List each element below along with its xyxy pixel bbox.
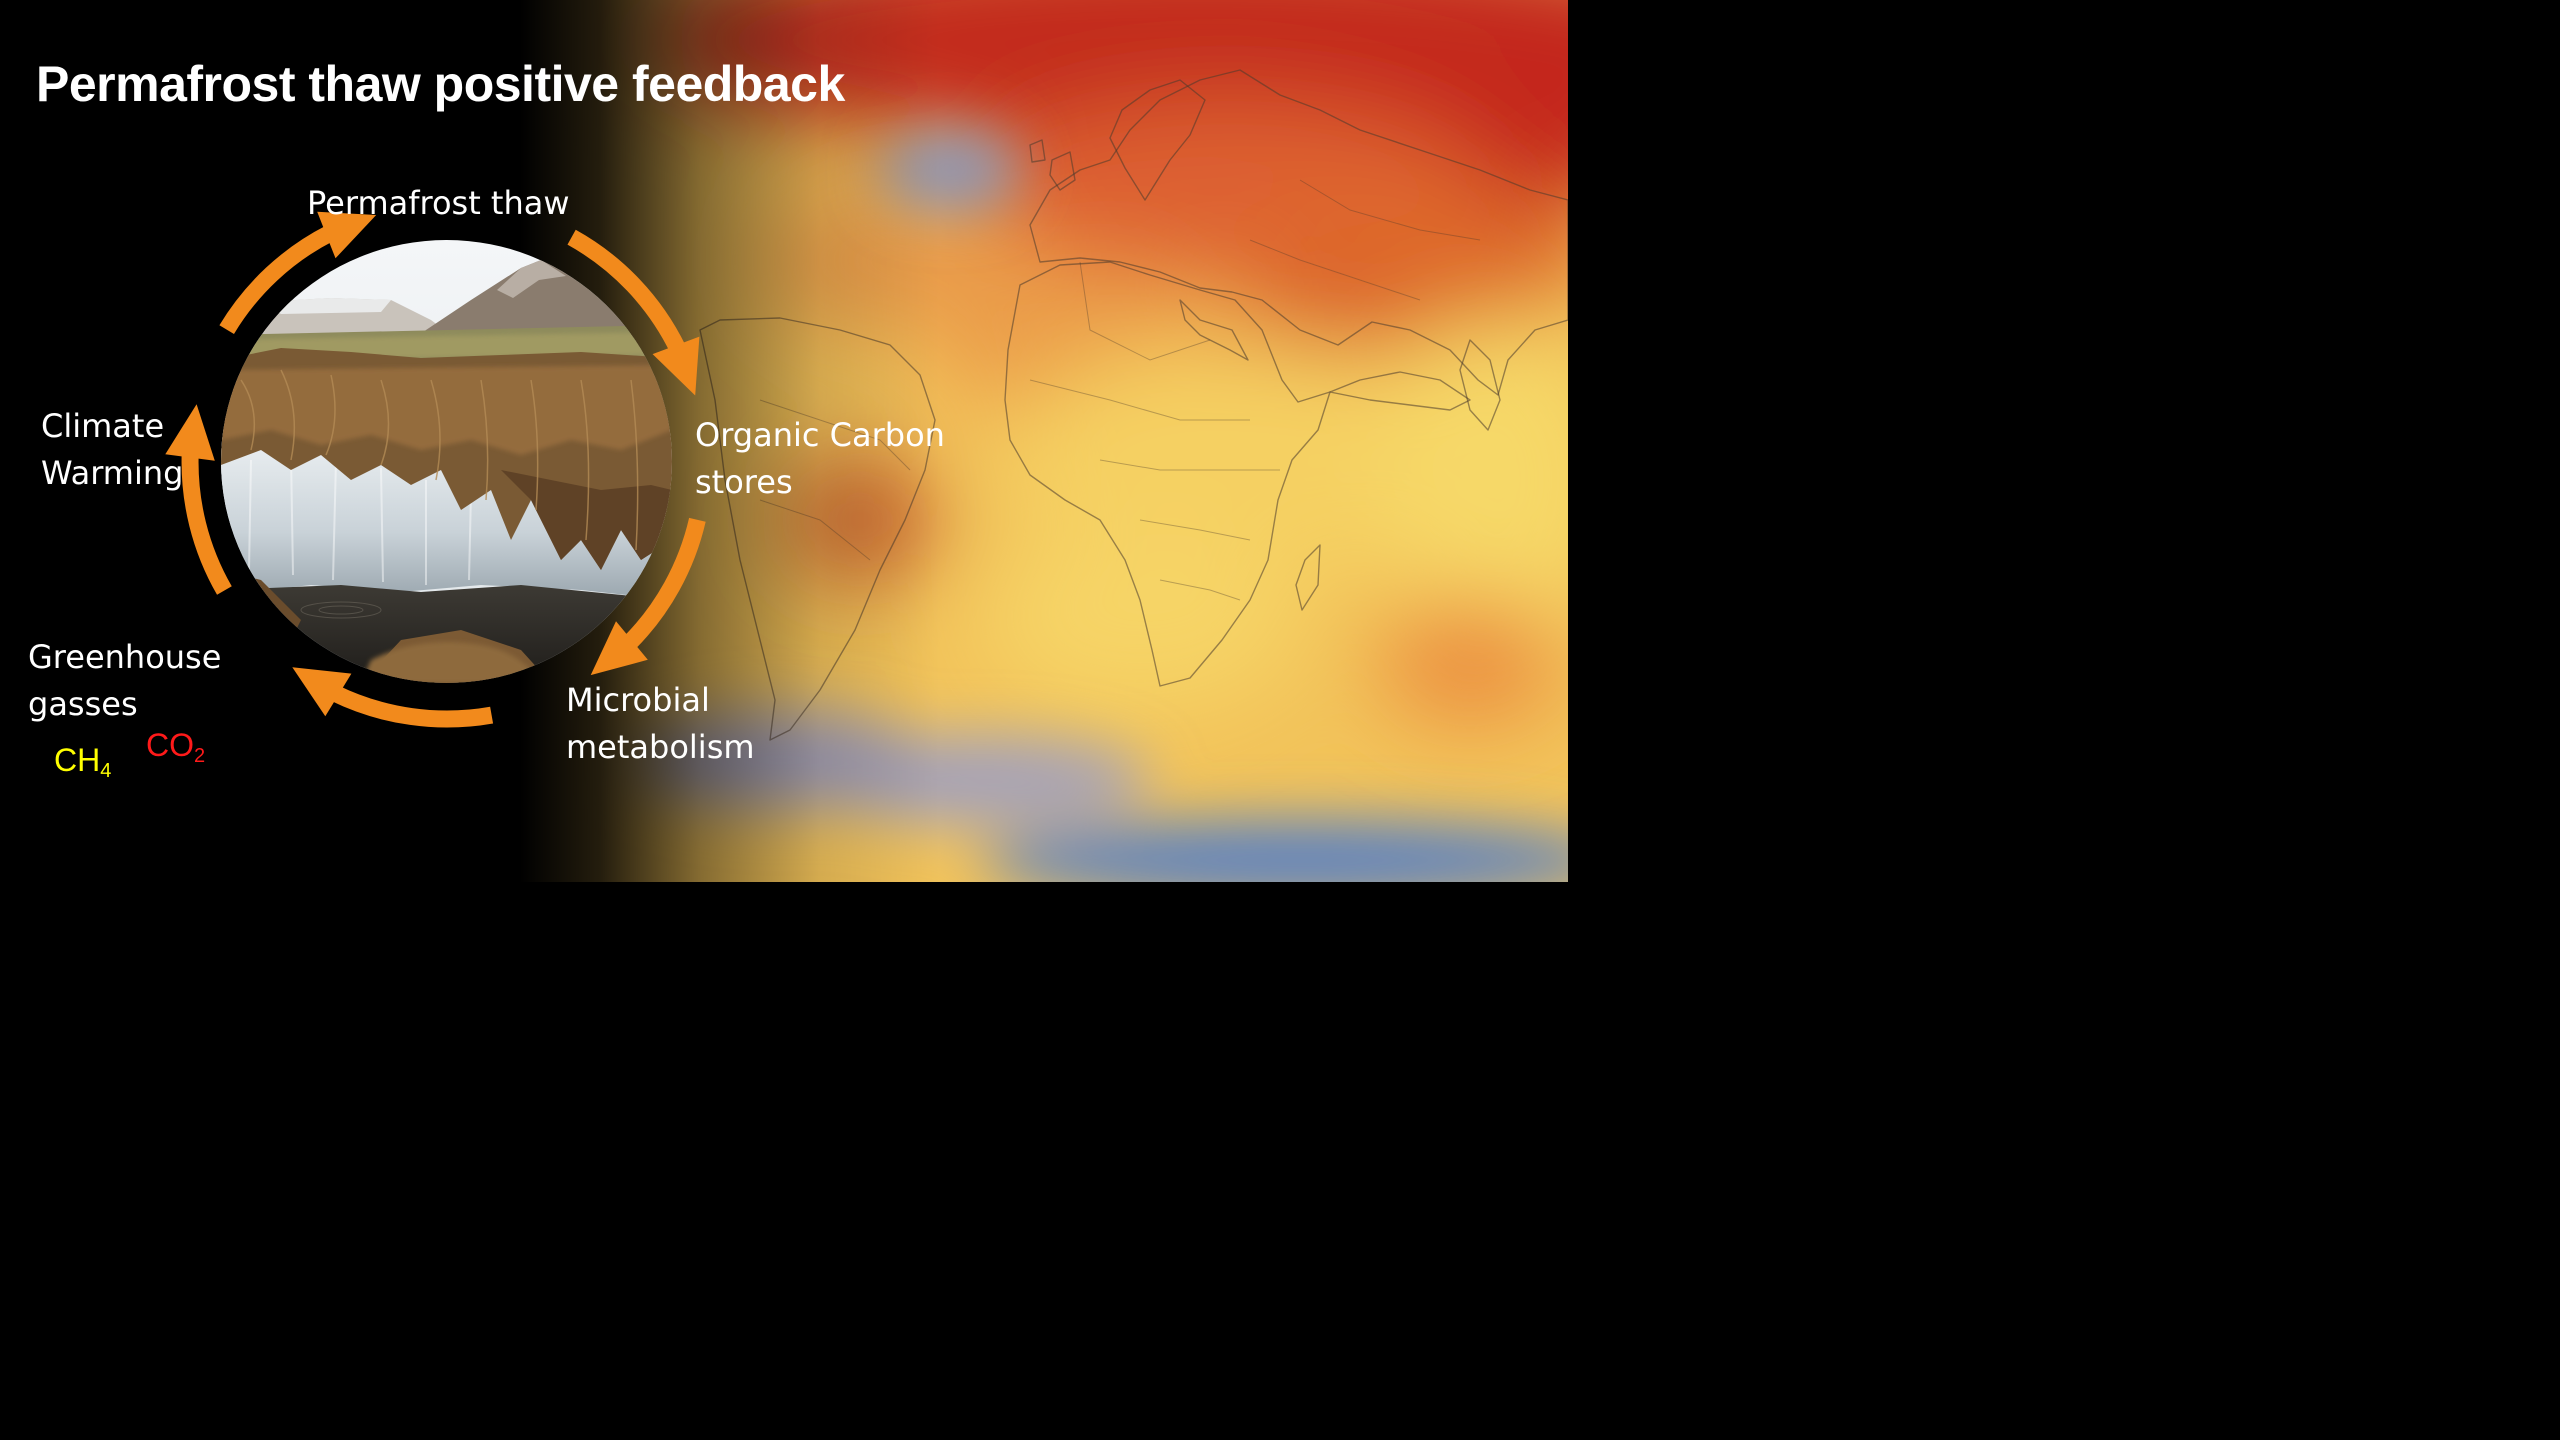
arrow-shaft (567, 229, 686, 354)
slide: Permafrost thaw positive feedback (0, 0, 1568, 882)
formula-subscript: 4 (100, 760, 112, 782)
formula-base: CH (54, 742, 101, 778)
stage-label-line: metabolism (566, 728, 755, 766)
permafrost-thaw-photo (221, 240, 672, 683)
arrow-thaw-to-carbon (567, 229, 700, 396)
stage-label-line: Microbial (566, 681, 710, 719)
arrow-shaft (622, 517, 706, 650)
arrow-gasses-to-climate (165, 404, 232, 595)
stage-label-microbial-metabolism: Microbial metabolism (566, 677, 755, 771)
stage-label-permafrost-thaw: Permafrost thaw (307, 180, 570, 227)
arrow-carbon-to-microbial (590, 517, 706, 676)
stage-label-organic-carbon-stores: Organic Carbon stores (695, 412, 945, 506)
arrow-head (292, 667, 352, 717)
stage-label-line: gasses (28, 685, 138, 723)
stage-label-line: stores (695, 463, 793, 501)
arrow-shaft (330, 685, 494, 728)
arrow-head (165, 404, 215, 461)
slide-title: Permafrost thaw positive feedback (36, 56, 845, 112)
stage-label-greenhouse-gasses: Greenhouse gasses (28, 634, 221, 728)
feedback-cycle-arrows (165, 211, 706, 728)
stage-label-line: Climate (41, 407, 165, 445)
arrow-head (590, 621, 648, 676)
stage-label-line: Greenhouse (28, 638, 222, 676)
formula-base: CO (146, 727, 194, 763)
arrow-head (317, 211, 377, 259)
arrow-shaft (181, 452, 232, 595)
methane-formula: CH4 (54, 742, 111, 789)
arrow-microbial-to-gasses (292, 667, 494, 728)
arrow-climate-to-thaw (219, 211, 377, 335)
carbon-dioxide-formula: CO2 (146, 727, 205, 774)
stage-label-line: Warming (41, 454, 184, 492)
arrow-shaft (219, 225, 335, 335)
formula-subscript: 2 (194, 745, 206, 767)
stage-label-line: Organic Carbon (695, 416, 945, 454)
stage-label-line: Permafrost thaw (307, 184, 570, 222)
arrow-head (652, 336, 700, 396)
stage-label-climate-warming: Climate Warming (41, 403, 183, 497)
